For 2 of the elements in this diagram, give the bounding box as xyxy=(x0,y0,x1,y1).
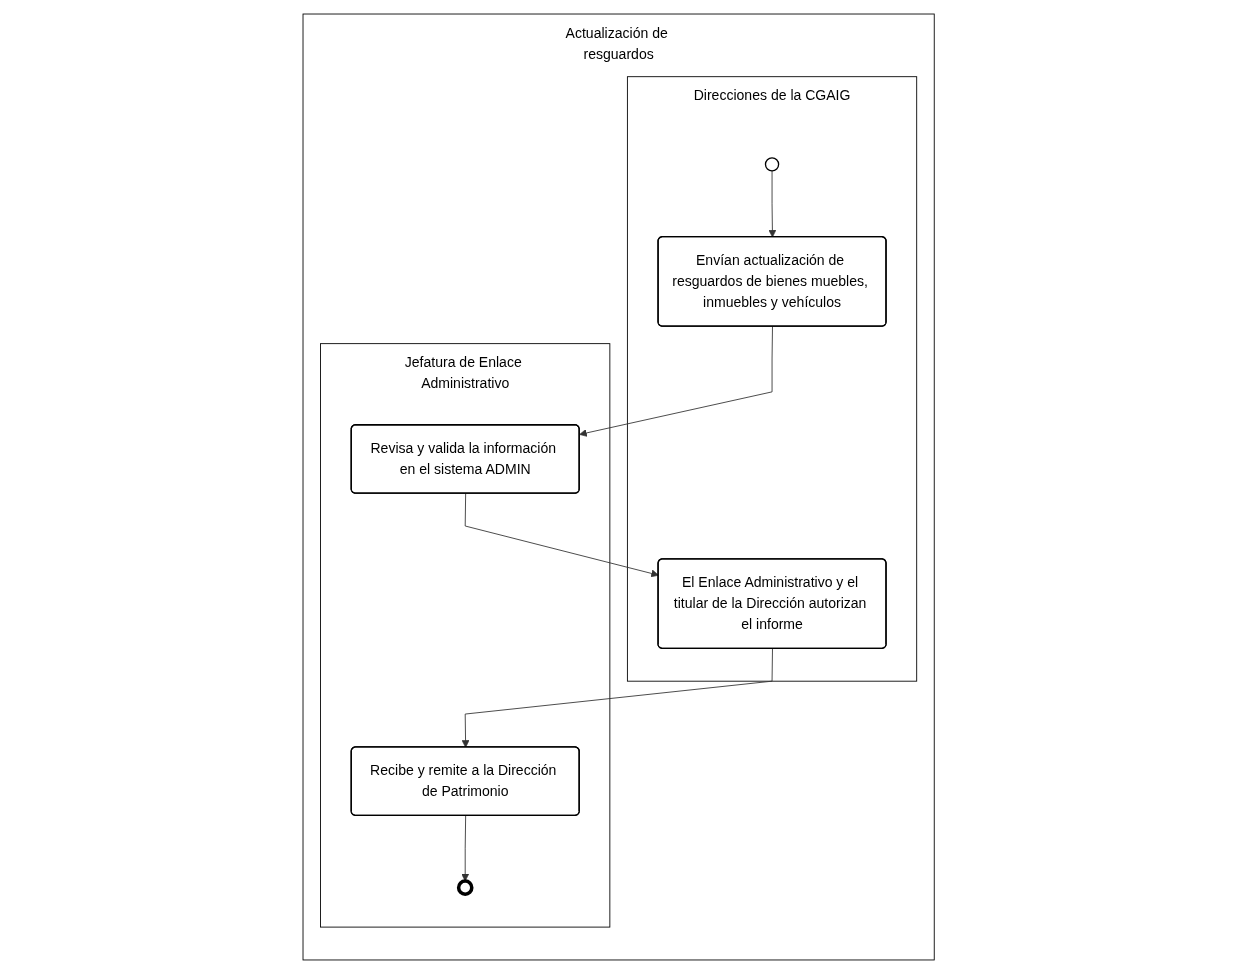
node-circle xyxy=(457,878,474,896)
node-circle xyxy=(765,156,780,172)
